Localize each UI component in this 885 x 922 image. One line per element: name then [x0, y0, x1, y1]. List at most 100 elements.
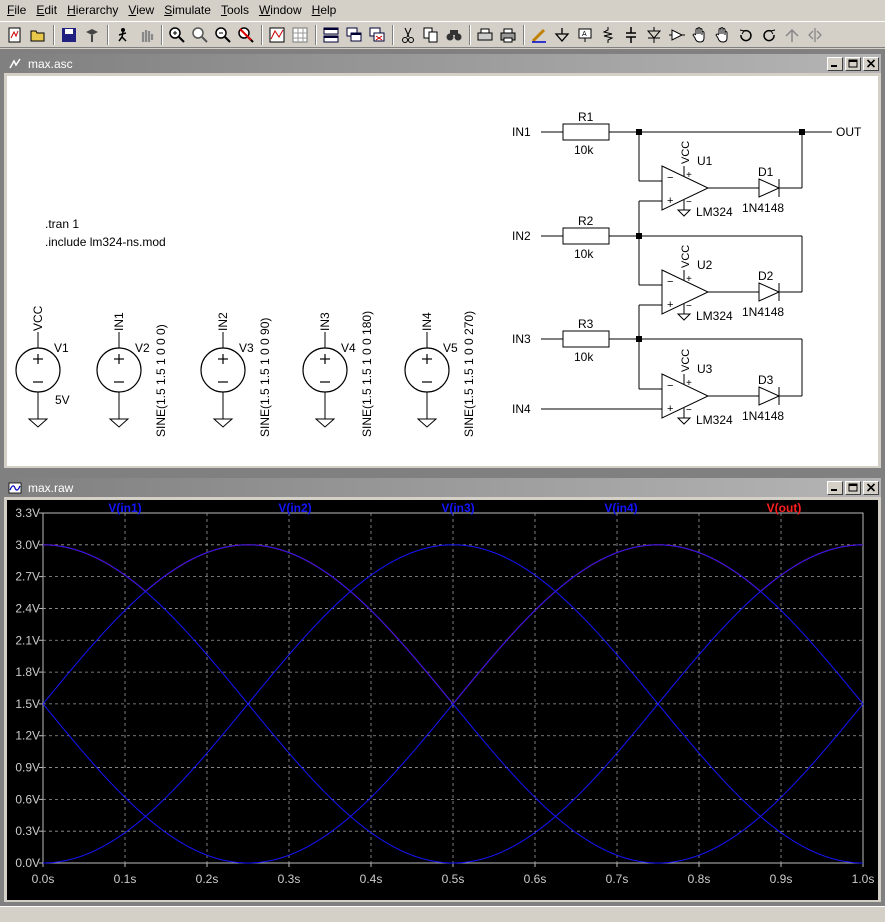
resistor-button[interactable] [597, 24, 619, 46]
supply-label: VCC [680, 349, 692, 372]
grid-button[interactable] [289, 24, 311, 46]
legend-vin4[interactable]: V(in4) [604, 501, 637, 515]
capacitor-button[interactable] [620, 24, 642, 46]
new-schematic-button[interactable] [4, 24, 26, 46]
menu-view[interactable]: View [128, 3, 155, 17]
legend-vout[interactable]: V(out) [767, 501, 802, 515]
legend-vin2[interactable]: V(in2) [278, 501, 311, 515]
menu-help[interactable]: Help [311, 3, 337, 17]
directive-tran[interactable]: .tran 1 [45, 217, 79, 231]
draw-wire-button[interactable] [528, 24, 550, 46]
close-button[interactable] [863, 56, 879, 71]
halt-button[interactable] [135, 24, 157, 46]
maximize-button[interactable] [845, 480, 861, 495]
halt-icon [141, 29, 154, 42]
ground-button[interactable] [551, 24, 573, 46]
legend-vin1[interactable]: V(in1) [108, 501, 141, 515]
opamp-u3[interactable] [661, 373, 710, 419]
zoom-pan-button[interactable] [189, 24, 211, 46]
tile-horizontal-button[interactable] [320, 24, 342, 46]
rotate-button[interactable] [781, 24, 803, 46]
drag-button[interactable] [712, 24, 734, 46]
trace-vin3[interactable] [42, 544, 864, 864]
opamp-model: LM324 [696, 413, 733, 427]
minimize-button[interactable] [827, 56, 843, 71]
zoom-in-button[interactable] [166, 24, 188, 46]
zoom-cancel-button[interactable] [235, 24, 257, 46]
net-label-in4: IN4 [420, 312, 434, 331]
save-icon [62, 27, 76, 42]
run-button[interactable] [112, 24, 134, 46]
cascade-button[interactable] [343, 24, 365, 46]
legend-vin3[interactable]: V(in3) [441, 501, 474, 515]
waveform-titlebar[interactable]: max.raw [4, 478, 881, 497]
minimize-button[interactable] [827, 480, 843, 495]
noninverting-input-mark: + [667, 195, 673, 207]
diode-button[interactable] [643, 24, 665, 46]
inverting-input-mark: − [667, 380, 673, 392]
toolbar-separator [315, 24, 317, 45]
maximize-button[interactable] [845, 56, 861, 71]
source-name: V3 [239, 341, 254, 355]
opamp-u1[interactable] [661, 165, 710, 211]
source-value: 5V [55, 393, 70, 407]
y-tick-label: 3.0V [15, 538, 40, 552]
control-panel-button[interactable] [81, 24, 103, 46]
y-tick-label: 2.7V [15, 570, 40, 584]
redo-button[interactable] [758, 24, 780, 46]
diode-d1[interactable] [758, 178, 781, 198]
schematic-titlebar[interactable]: max.asc [4, 54, 881, 73]
find-button[interactable] [443, 24, 465, 46]
diode-d3[interactable] [758, 386, 781, 406]
save-button[interactable] [58, 24, 80, 46]
source-value: SINE(1.5 1.5 1 0 0 180) [360, 311, 374, 437]
resistor-r2[interactable] [562, 227, 610, 245]
opamp-u2[interactable] [661, 269, 710, 315]
zoom-cancel-icon [238, 26, 254, 43]
ground-icon [314, 418, 336, 428]
toolbar-separator [523, 24, 525, 45]
menu-bar: File Edit Hierarchy View Simulate Tools … [0, 0, 885, 21]
menu-simulate[interactable]: Simulate [164, 3, 211, 17]
close-button[interactable] [863, 480, 879, 495]
trace-vin2[interactable] [42, 544, 864, 864]
close-window-button[interactable] [366, 24, 388, 46]
menu-tools[interactable]: Tools [220, 3, 249, 17]
menu-file[interactable]: File [7, 3, 27, 17]
undo-button[interactable] [735, 24, 757, 46]
print-preview-button[interactable] [474, 24, 496, 46]
directive-include[interactable]: .include lm324-ns.mod [45, 235, 166, 249]
component-button[interactable] [666, 24, 688, 46]
y-tick-label: 1.2V [15, 729, 40, 743]
print-button[interactable] [497, 24, 519, 46]
label-net-button[interactable]: A [574, 24, 596, 46]
cascade-icon [346, 27, 362, 41]
undo-icon [739, 29, 752, 41]
svg-text:A: A [582, 31, 587, 38]
menu-window[interactable]: Window [258, 3, 302, 17]
resistor-r3[interactable] [562, 330, 610, 348]
resistor-r1[interactable] [562, 123, 610, 141]
trace-vin4[interactable] [42, 544, 864, 864]
zoom-out-button[interactable] [212, 24, 234, 46]
open-button[interactable] [27, 24, 49, 46]
mirror-button[interactable] [804, 24, 826, 46]
copy-button[interactable] [420, 24, 442, 46]
net-label-in2: IN2 [512, 229, 531, 243]
menu-hierarchy[interactable]: Hierarchy [67, 3, 119, 17]
move-button[interactable] [689, 24, 711, 46]
menu-edit[interactable]: Edit [36, 3, 58, 17]
cut-button[interactable] [397, 24, 419, 46]
diode-d2[interactable] [758, 282, 781, 302]
autorange-button[interactable] [266, 24, 288, 46]
source-value: SINE(1.5 1.5 1 0 0 90) [258, 318, 272, 437]
